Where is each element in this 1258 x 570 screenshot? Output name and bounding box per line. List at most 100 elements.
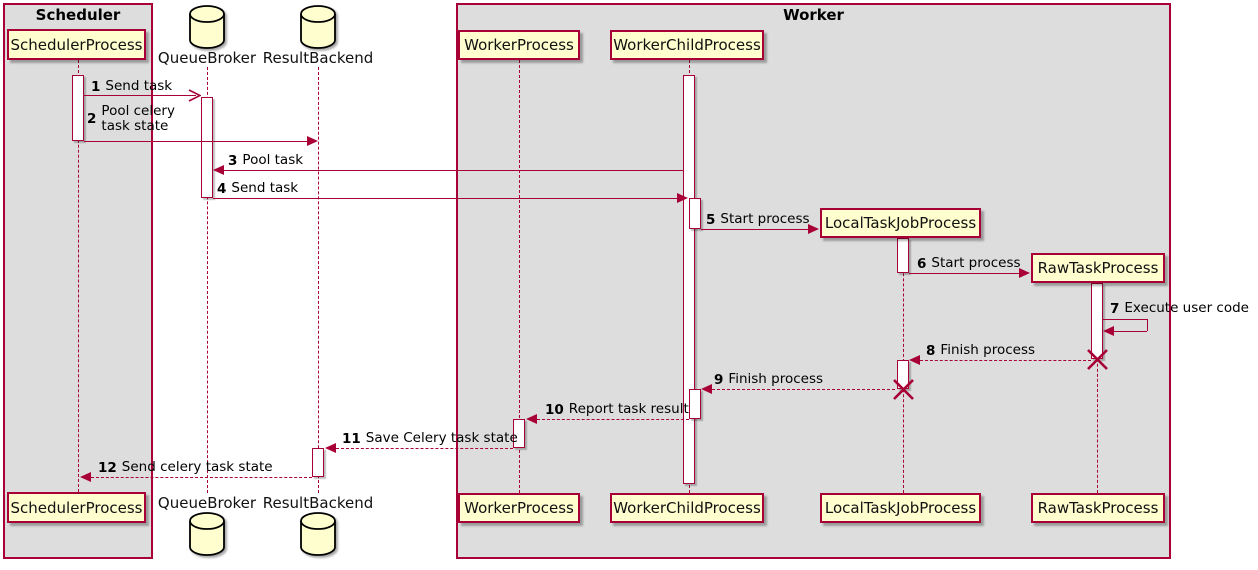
message-text: Send celery task state [121,459,273,476]
participant-label: RawTaskProcess [1037,259,1159,277]
message-label-3: 3 Pool task [228,153,303,169]
participant-scheduler-process-bottom: SchedulerProcess [7,492,146,523]
arrowhead-icon [909,355,920,365]
arrowhead-icon [80,472,91,482]
message-label-11: 11 Save Celery task state [342,431,518,447]
database-label-queue-broker-bottom: QueueBroker [157,494,257,512]
participant-local-task-job-process-bottom: LocalTaskJobProcess [820,493,981,523]
message-label-7: 7 Execute user code [1110,301,1249,317]
message-number: 6 [917,256,927,272]
message-text: Execute user code [1124,300,1249,317]
message-number: 4 [217,181,227,197]
message-number: 7 [1110,301,1120,317]
database-icon [300,512,336,556]
message-text: Report task result [568,401,689,418]
participant-label: SchedulerProcess [10,35,143,54]
message-text: Finish process [728,371,824,388]
message-line-8 [920,360,1091,361]
activation-result-backend [312,448,324,477]
message-number: 8 [926,343,936,359]
message-label-12: 12 Send celery task state [98,460,273,476]
message-number: 11 [342,431,361,447]
message-number: 5 [706,212,716,228]
message-line-10 [537,419,689,420]
message-line-7a [1103,319,1147,320]
worker-frame-title: Worker [783,6,844,24]
participant-label: WorkerChildProcess [613,499,761,517]
destroy-icon [893,379,914,400]
message-number: 9 [714,372,724,388]
message-label-5: 5 Start process [706,212,810,228]
lifeline-result-backend [318,67,319,493]
participant-label: RawTaskProcess [1037,499,1159,517]
database-icon [300,5,336,49]
arrowhead-icon [1019,268,1030,278]
message-number: 2 [87,111,97,128]
database-icon [189,5,225,49]
message-number: 12 [98,460,117,476]
message-line-4 [213,198,677,199]
message-number: 1 [91,79,101,95]
scheduler-frame-title: Scheduler [35,6,121,24]
message-number: 3 [228,153,238,169]
activation-queue-broker [201,97,213,198]
message-label-8: 8 Finish process [926,343,1035,359]
participant-worker-child-process-bottom: WorkerChildProcess [610,493,764,523]
message-line-11 [336,448,513,449]
message-number: 10 [545,402,564,418]
lifeline-worker-process [519,60,520,493]
lifeline-scheduler-process [78,60,79,492]
database-label-result-backend-top: ResultBackend [262,49,374,67]
message-text: Save Celery task state [365,430,518,447]
message-text: Pool celery task state [101,103,175,135]
participant-label: LocalTaskJobProcess [824,499,977,517]
activation-worker-child-nested-1 [689,198,701,229]
open-arrowhead-icon [188,89,201,102]
participant-scheduler-process-top: SchedulerProcess [7,29,146,60]
activation-worker-child-nested-2 [689,389,701,419]
message-text: Send task [231,180,299,197]
participant-label: WorkerChildProcess [613,36,761,54]
message-line-7c [1114,331,1147,332]
message-line-7b [1147,319,1148,331]
message-label-4: 4 Send task [217,181,298,197]
message-text: Pool task [242,152,304,169]
activation-worker-process [513,419,525,448]
participant-raw-task-process-bottom: RawTaskProcess [1031,493,1165,523]
message-label-1: 1 Send task [91,79,172,95]
participant-label: LocalTaskJobProcess [824,214,977,232]
participant-worker-child-process-top: WorkerChildProcess [610,30,764,60]
activation-scheduler-process [72,75,84,141]
message-text: Start process [931,255,1021,272]
participant-label: SchedulerProcess [10,498,143,517]
activation-worker-child-main [683,75,695,484]
message-text: Start process [720,211,810,228]
message-line-5 [701,229,808,230]
database-icon [189,512,225,556]
participant-label: WorkerProcess [464,499,574,517]
database-label-queue-broker-top: QueueBroker [157,49,257,67]
message-label-9: 9 Finish process [714,372,823,388]
participant-worker-process-bottom: WorkerProcess [458,493,580,523]
message-text: Send task [105,78,173,95]
participant-label: WorkerProcess [464,36,574,54]
arrowhead-icon [701,384,712,394]
message-line-2 [84,141,307,142]
participant-worker-process-top: WorkerProcess [458,30,580,60]
arrowhead-icon [1103,326,1114,336]
destroy-icon [1087,349,1108,370]
message-label-6: 6 Start process [917,256,1021,272]
lifeline-raw-task-process [1097,283,1098,493]
arrowhead-icon [808,224,819,234]
message-line-1 [84,95,196,96]
arrowhead-icon [307,136,318,146]
database-label-result-backend-bottom: ResultBackend [262,494,374,512]
participant-local-task-job-process: LocalTaskJobProcess [820,208,981,238]
lifeline-queue-broker [207,67,208,493]
message-line-3 [224,170,683,171]
participant-raw-task-process: RawTaskProcess [1031,253,1165,283]
activation-local-task-job-1 [897,238,909,273]
message-line-12 [91,477,312,478]
message-line-6 [909,273,1019,274]
